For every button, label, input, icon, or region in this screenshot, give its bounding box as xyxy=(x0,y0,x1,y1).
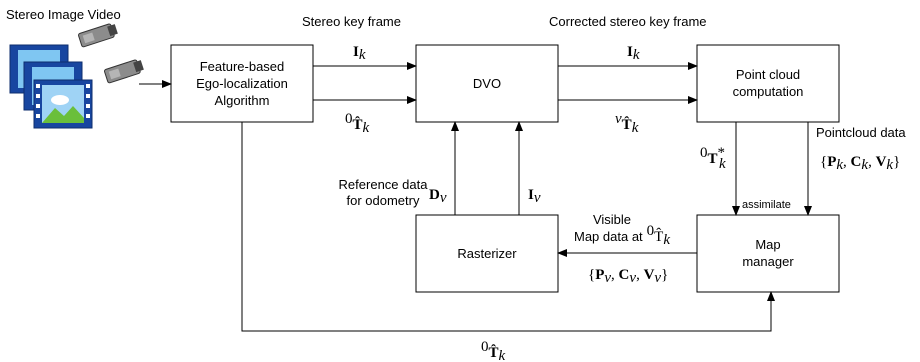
mapmanager-line-1: Map xyxy=(755,237,780,252)
ik-label-right: Ik xyxy=(627,44,640,63)
pointcloud-line-2: computation xyxy=(733,84,804,99)
ego-line-2: Ego-localization xyxy=(196,76,288,91)
pointcloud-line-1: Point cloud xyxy=(736,67,800,82)
pose-star-label: 0T*k xyxy=(700,145,726,172)
pointcloud-set-label: {Pk, Ck, Vk} xyxy=(820,154,900,173)
video-film-icon xyxy=(9,44,93,129)
reference-data-line-1: Reference data xyxy=(339,177,429,192)
stereo-key-frame-label: Stereo key frame xyxy=(302,14,401,29)
pointcloud-block: Point cloud computation xyxy=(696,44,840,123)
dvo-block: DVO xyxy=(415,44,559,123)
iv-label: Iv xyxy=(528,187,541,206)
mapmanager-line-2: manager xyxy=(742,254,794,269)
pose-label-bottom: 0T̂k xyxy=(481,339,506,362)
visible-set-label: {Pv, Cv, Vv} xyxy=(588,267,668,286)
diagram-title: Stereo Image Video xyxy=(6,7,121,22)
dvo-label: DVO xyxy=(473,76,501,91)
reference-data-line-2: for odometry xyxy=(347,193,420,208)
stereo-camera-icon xyxy=(78,23,144,84)
ego-to-map-pose-feedback-arrow xyxy=(241,122,775,332)
rasterizer-block: Rasterizer xyxy=(415,214,559,293)
ik-label-left: Ik xyxy=(353,44,366,63)
ego-line-1: Feature-based xyxy=(200,59,285,74)
assimilate-label: assimilate xyxy=(742,199,791,211)
pose-label-ego-dvo: 0T̂k xyxy=(345,111,370,136)
map-manager-block: Map manager xyxy=(696,214,840,293)
pose-label-dvo-pointcloud: vT̂k xyxy=(615,111,639,136)
rasterizer-label: Rasterizer xyxy=(457,246,517,261)
dv-label: Dv xyxy=(429,187,447,206)
ego-line-3: Algorithm xyxy=(215,93,270,108)
corrected-stereo-key-frame-label: Corrected stereo key frame xyxy=(549,14,707,29)
ego-localization-block: Feature-based Ego-localization Algorithm xyxy=(170,44,314,123)
pointcloud-data-label: Pointcloud data xyxy=(816,125,906,140)
visible-map-line-1: Visible xyxy=(593,212,631,227)
